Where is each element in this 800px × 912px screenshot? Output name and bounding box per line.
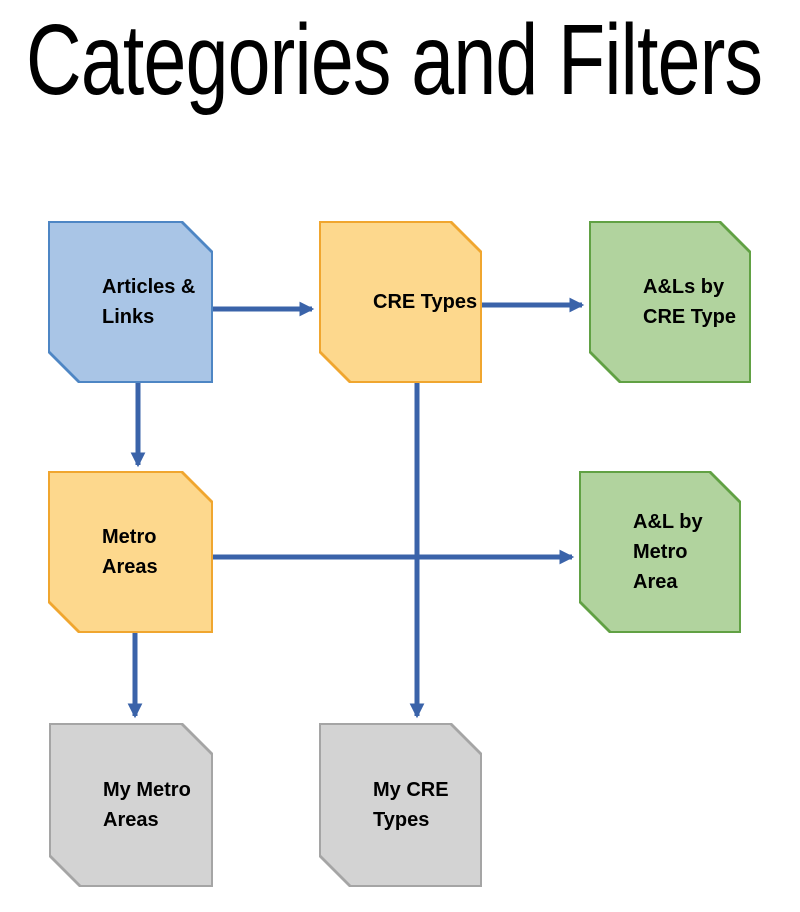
- label-line: A&Ls by: [643, 276, 725, 298]
- node-shape-fill: [321, 725, 480, 885]
- label-line: My Metro: [103, 779, 191, 801]
- node-label: Metro Areas: [48, 471, 213, 633]
- page-title: Categories and Filters: [26, 4, 763, 116]
- label-line: Areas: [102, 556, 158, 578]
- node-cre-types: CRE Types: [319, 221, 482, 383]
- label-line: A&L by: [633, 511, 703, 533]
- label-line: Area: [633, 571, 678, 593]
- node-shape-fill: [321, 223, 480, 381]
- node-label: A&Ls by CRE Type: [589, 221, 751, 383]
- node-metro-areas: Metro Areas: [48, 471, 213, 633]
- node-label: My CRE Types: [319, 723, 482, 887]
- label-line: CRE Type: [643, 306, 736, 328]
- node-my-cre-types: My CRE Types: [319, 723, 482, 887]
- node-shape-fill: [591, 223, 749, 381]
- node-shape-fill: [581, 473, 739, 631]
- label-line: Metro: [102, 526, 157, 548]
- node-label: A&L by Metro Area: [579, 471, 741, 633]
- node-als-by-cre-type: A&Ls by CRE Type: [589, 221, 751, 383]
- label-line: Links: [102, 306, 155, 328]
- node-al-by-metro-area: A&L by Metro Area: [579, 471, 741, 633]
- node-label: Articles & Links: [48, 221, 213, 383]
- label-line: Areas: [103, 809, 159, 831]
- node-articles-links: Articles & Links: [48, 221, 213, 383]
- node-label: CRE Types: [319, 221, 482, 383]
- label-line: Metro: [633, 541, 688, 563]
- node-my-metro-areas: My Metro Areas: [49, 723, 213, 887]
- label-line: My CRE: [373, 779, 449, 801]
- node-label: My Metro Areas: [49, 723, 213, 887]
- label-line: Types: [373, 809, 430, 831]
- node-shape-fill: [50, 473, 211, 631]
- node-shape-fill: [50, 223, 211, 381]
- label-line: Articles &: [102, 276, 196, 298]
- node-shape-fill: [51, 725, 211, 885]
- label-line: CRE Types: [373, 291, 478, 313]
